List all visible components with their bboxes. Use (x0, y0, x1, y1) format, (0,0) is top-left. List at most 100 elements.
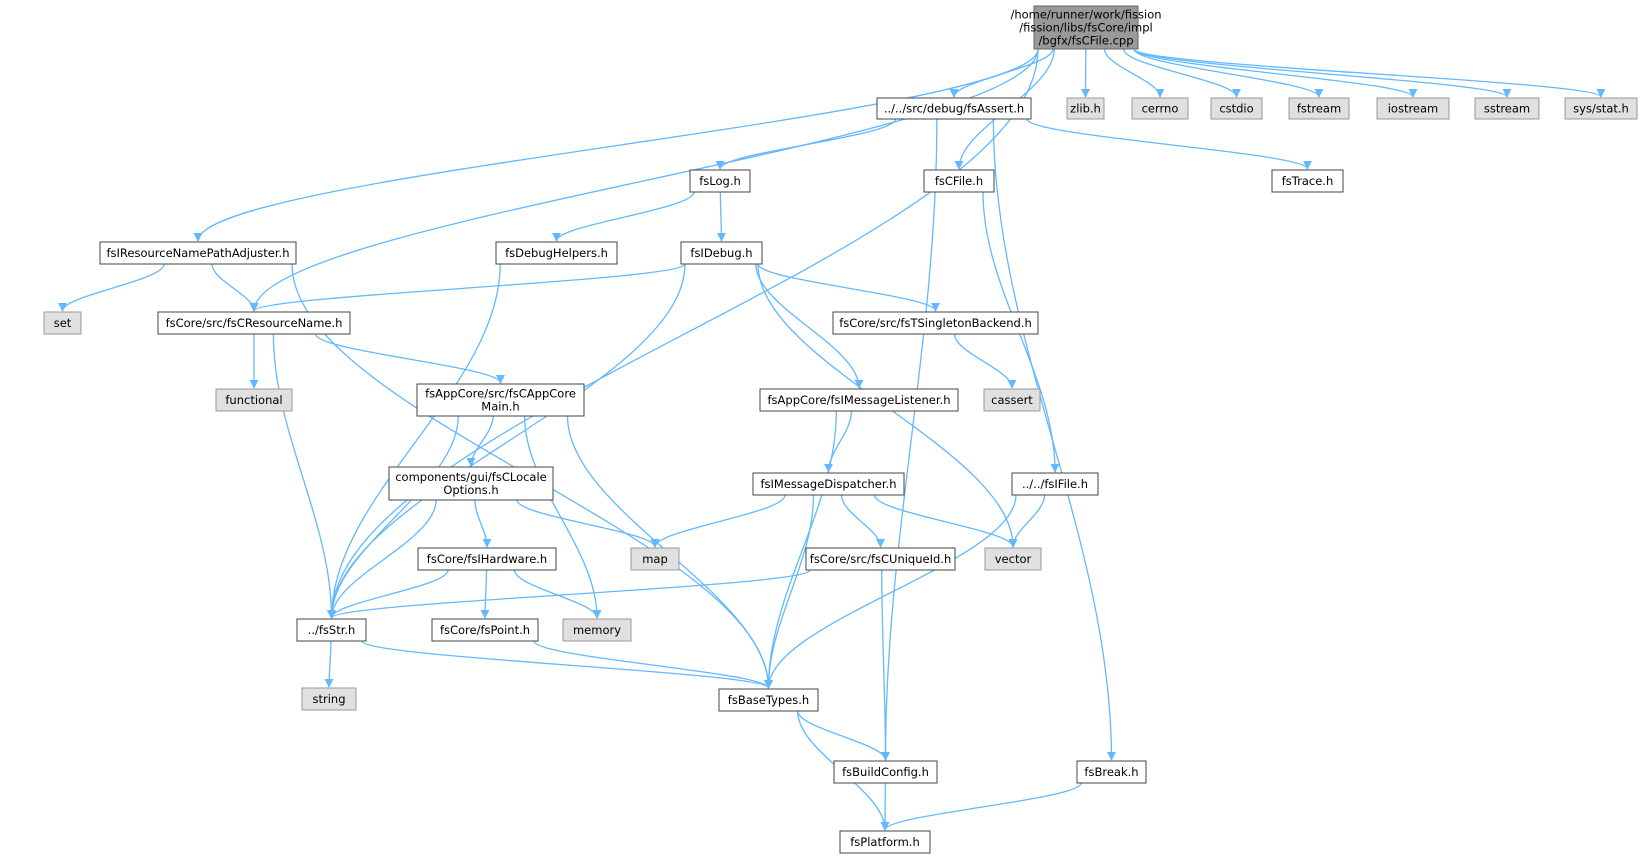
include-edge-fsIMessageListener-to-fsIMessageDispatcher (823, 410, 853, 473)
node-label: fsCore/src/fsCResourceName.h (166, 316, 343, 330)
node-fsBaseTypes[interactable]: fsBaseTypes.h (718, 688, 819, 712)
include-edge-fsIFile-to-fsBaseTypes (763, 494, 1017, 689)
node-label: cerrno (1142, 102, 1179, 116)
node-box (157, 311, 351, 335)
node-box (718, 688, 819, 712)
include-edge-fsIHardware-to-fsPoint (480, 569, 490, 619)
node-label: cassert (991, 393, 1033, 407)
node-box (417, 547, 557, 571)
include-edge-fsIMessageDispatcher-to-vector (873, 494, 1018, 548)
node-set: set (43, 311, 82, 335)
include-edge-root-to-fstream (1133, 48, 1324, 98)
node-box (832, 311, 1039, 335)
node-root[interactable]: /home/runner/work/fission/fission/libs/f… (1010, 5, 1162, 50)
node-fsDebugHelpers[interactable]: fsDebugHelpers.h (495, 241, 618, 265)
node-box (1066, 97, 1105, 120)
node-fstream: fstream (1288, 97, 1350, 120)
node-fsTrace[interactable]: fsTrace.h (1271, 169, 1344, 193)
node-box (388, 466, 554, 501)
node-label: fsBaseTypes.h (728, 693, 809, 707)
include-edge-fsCResourceName-to-fsCAppCoreMain (314, 333, 505, 384)
node-box (923, 169, 995, 193)
node-box (296, 618, 367, 642)
node-box (1288, 97, 1350, 120)
node-fsIMessageDispatcher[interactable]: fsIMessageDispatcher.h (752, 472, 905, 496)
include-edge-fsBreak-to-fsPlatform (880, 782, 1082, 831)
node-box (752, 472, 905, 496)
node-box (983, 388, 1041, 412)
node-fsCUniqueId[interactable]: fsCore/src/fsCUniqueId.h (805, 547, 956, 571)
node-fsAssert[interactable]: ../../src/debug/fsAssert.h (876, 97, 1032, 120)
include-edge-fsBaseTypes-to-fsBuildConfig (797, 710, 891, 761)
node-map: map (630, 547, 680, 571)
node-box (1271, 169, 1344, 193)
include-edge-fsCLocaleOptions-to-fsStr (326, 499, 437, 619)
node-label: fsDebugHelpers.h (505, 246, 608, 260)
node-fsIHardware[interactable]: fsCore/fsIHardware.h (417, 547, 557, 571)
include-edge-root-to-cerrno (1103, 48, 1165, 98)
node-label: fsIDebug.h (690, 246, 752, 260)
include-edge-fsIHardware-to-fsStr (327, 569, 449, 619)
node-box (1474, 97, 1540, 120)
node-fsCFile[interactable]: fsCFile.h (923, 169, 995, 193)
node-sysstat: sys/stat.h (1564, 97, 1638, 120)
include-edge-fsIFile-to-vector (1008, 494, 1046, 548)
node-iostream: iostream (1376, 97, 1450, 120)
node-label: string (312, 692, 345, 706)
include-edge-fsAssert-to-fsBuildConfig (880, 118, 938, 761)
include-edge-fsCLocaleOptions-to-fsIHardware (474, 499, 492, 548)
include-edge-fsCAppCoreMain-to-fsStr (326, 415, 459, 619)
node-box (876, 97, 1032, 120)
node-label: ../../src/debug/fsAssert.h (884, 102, 1024, 116)
node-box (759, 388, 959, 412)
node-fsIMessageListener[interactable]: fsAppCore/fsIMessageListener.h (759, 388, 959, 412)
node-box (416, 383, 585, 417)
node-fsPoint[interactable]: fsCore/fsPoint.h (431, 618, 539, 642)
node-fsPlatform[interactable]: fsPlatform.h (839, 830, 931, 854)
node-label: fsPlatform.h (850, 835, 919, 849)
include-edge-fsCAppCoreMain-to-memory (523, 415, 602, 619)
node-box (301, 687, 357, 711)
include-edge-fsIDebug-to-fsTSingletonBackend (757, 263, 940, 312)
include-edge-fsTSingletonBackend-to-cassert (953, 333, 1017, 389)
node-string: string (301, 687, 357, 711)
node-functional: functional (215, 388, 293, 412)
include-edge-fsCResourceName-to-fsStr (272, 333, 337, 619)
node-label: fsAppCore/src/fsCAppCore (425, 387, 576, 401)
node-label: fsBreak.h (1084, 765, 1138, 779)
node-fsBuildConfig[interactable]: fsBuildConfig.h (833, 760, 938, 784)
include-edge-fsIMessageDispatcher-to-fsBaseTypes (763, 494, 815, 689)
node-layer: /home/runner/work/fission/fission/libs/f… (43, 5, 1638, 854)
include-edge-fsStr-to-string (324, 640, 334, 688)
node-label: fsLog.h (699, 174, 741, 188)
node-fsIFile[interactable]: ../../fsIFile.h (1011, 472, 1099, 496)
node-fsStr[interactable]: ../fsStr.h (296, 618, 367, 642)
node-label: fsCore/src/fsCUniqueId.h (810, 552, 951, 566)
node-box (833, 760, 938, 784)
node-fsTSingletonBackend[interactable]: fsCore/src/fsTSingletonBackend.h (832, 311, 1039, 335)
node-label: fsCore/src/fsTSingletonBackend.h (839, 316, 1032, 330)
include-edge-root-to-sstream (1133, 48, 1512, 98)
node-label: Options.h (443, 483, 498, 497)
node-fsLog[interactable]: fsLog.h (689, 169, 751, 193)
node-label: map (642, 552, 668, 566)
node-fsBreak[interactable]: fsBreak.h (1076, 760, 1147, 784)
node-box (1564, 97, 1638, 120)
node-fsCResourceName[interactable]: fsCore/src/fsCResourceName.h (157, 311, 351, 335)
node-box (215, 388, 293, 412)
node-box (984, 547, 1042, 571)
node-box (1131, 97, 1189, 120)
include-edge-fsCAppCoreMain-to-fsCLocaleOptions (466, 415, 494, 467)
node-fsIDebug[interactable]: fsIDebug.h (680, 241, 763, 265)
node-vector: vector (984, 547, 1042, 571)
include-edge-fsDebugHelpers-to-fsStr (326, 263, 501, 619)
node-label: /home/runner/work/fission (1010, 8, 1161, 22)
node-box (1076, 760, 1147, 784)
node-fsIResourceNamePathAdjuster[interactable]: fsIResourceNamePathAdjuster.h (99, 241, 297, 265)
node-label: ../fsStr.h (308, 623, 356, 637)
include-edge-fsIResourceNamePathAdjuster-to-fsCResourceName (211, 263, 259, 312)
include-edge-fsIResourceNamePathAdjuster-to-set (58, 263, 165, 312)
